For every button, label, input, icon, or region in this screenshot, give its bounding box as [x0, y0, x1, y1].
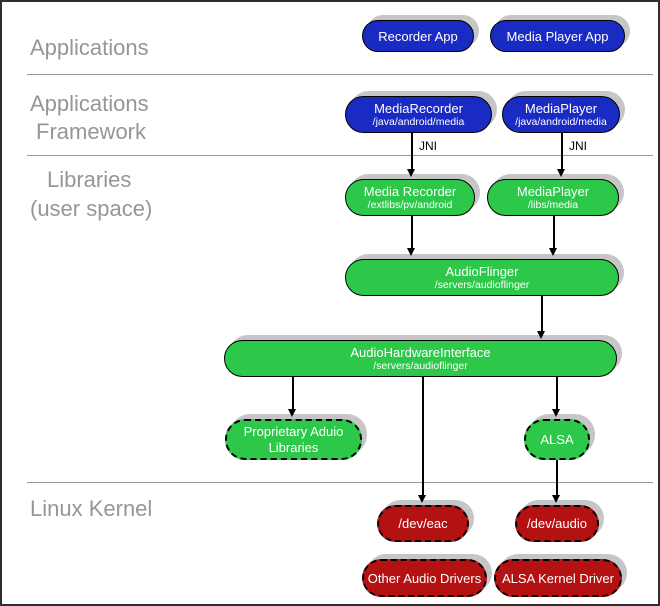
node-media-recorder-library: Media Recorder /extlibs/pv/android [345, 179, 475, 216]
arrow-line-hwinterface-to-dev-eac [422, 377, 424, 496]
node-label: /dev/audio [527, 516, 587, 531]
row-label-line: Applications [30, 91, 149, 116]
arrow-line-hwinterface-to-proprietary [292, 377, 294, 410]
row-label-line: Framework [36, 119, 147, 144]
arrow-line-hwinterface-to-alsa [556, 377, 558, 410]
node-label: Media Player App [506, 28, 609, 44]
arrow-head-icon [418, 495, 426, 503]
arrow-head-icon [552, 495, 560, 503]
row-label-line: Libraries [47, 167, 132, 192]
divider-framework [27, 155, 653, 156]
arrow-line-alsa-to-dev-audio [556, 460, 558, 496]
jni-label: JNI [569, 139, 587, 153]
arrow-head-icon [552, 409, 560, 417]
arrow-head-icon [549, 248, 557, 256]
node-label: Media Recorder [363, 183, 457, 199]
node-label: MediaRecorder [374, 100, 463, 116]
node-alsa: ALSA [524, 419, 590, 460]
node-label: Other Audio Drivers [367, 570, 482, 586]
row-label-applications-framework: Applications Framework [30, 90, 149, 146]
node-other-audio-drivers: Other Audio Drivers [362, 559, 487, 597]
node-label: AudioFlinger [445, 263, 519, 279]
node-label: ALSA Kernel Driver [502, 570, 614, 586]
node-recorder-app: Recorder App [362, 20, 474, 52]
row-label-applications: Applications [30, 35, 149, 60]
arrow-head-icon [407, 169, 415, 177]
node-dev-eac: /dev/eac [377, 505, 469, 542]
node-mediaplayer-framework: MediaPlayer /java/android/media [502, 96, 620, 133]
node-path: /java/android/media [372, 115, 465, 128]
node-label: AudioHardwareInterface [350, 344, 491, 360]
arrow-head-icon [288, 409, 296, 417]
node-proprietary-audio-libraries: Proprietary Aduio Libraries [225, 419, 362, 460]
node-path: /java/android/media [515, 115, 607, 128]
arrow-line-mediarecorder-jni [411, 133, 413, 170]
arrow-line-audioflinger-to-hwinterface [541, 296, 543, 332]
node-path: /servers/audioflinger [373, 359, 468, 372]
row-label-libraries: Libraries (user space) [30, 165, 152, 223]
node-mediaplayer-library: MediaPlayer /libs/media [487, 179, 619, 216]
jni-label: JNI [419, 139, 437, 153]
divider-kernel [27, 482, 653, 483]
arrow-line-recorder-to-audioflinger [411, 216, 413, 249]
arrow-line-player-to-audioflinger [553, 216, 555, 249]
arrow-line-mediaplayer-jni [561, 133, 563, 170]
node-media-player-app: Media Player App [490, 20, 625, 52]
node-path: /servers/audioflinger [434, 278, 530, 291]
node-label: Recorder App [378, 28, 458, 44]
node-label: Proprietary Aduio Libraries [243, 423, 344, 455]
row-label-linux-kernel: Linux Kernel [30, 496, 153, 521]
arrow-head-icon [537, 331, 545, 339]
node-alsa-kernel-driver: ALSA Kernel Driver [494, 559, 622, 597]
arrow-head-icon [407, 248, 415, 256]
node-path: /libs/media [527, 198, 579, 211]
node-mediarecorder-framework: MediaRecorder /java/android/media [345, 96, 492, 133]
node-dev-audio: /dev/audio [515, 505, 599, 542]
node-audiohardwareinterface: AudioHardwareInterface /servers/audiofli… [224, 340, 617, 377]
node-label: MediaPlayer [516, 183, 590, 199]
node-label: /dev/eac [398, 516, 448, 531]
node-path: /extlibs/pv/android [367, 198, 453, 211]
divider-applications [27, 74, 653, 75]
arrow-head-icon [557, 169, 565, 177]
node-label: MediaPlayer [524, 100, 598, 116]
row-label-line: (user space) [30, 196, 153, 221]
node-label: ALSA [540, 432, 574, 447]
node-audioflinger: AudioFlinger /servers/audioflinger [345, 259, 619, 296]
